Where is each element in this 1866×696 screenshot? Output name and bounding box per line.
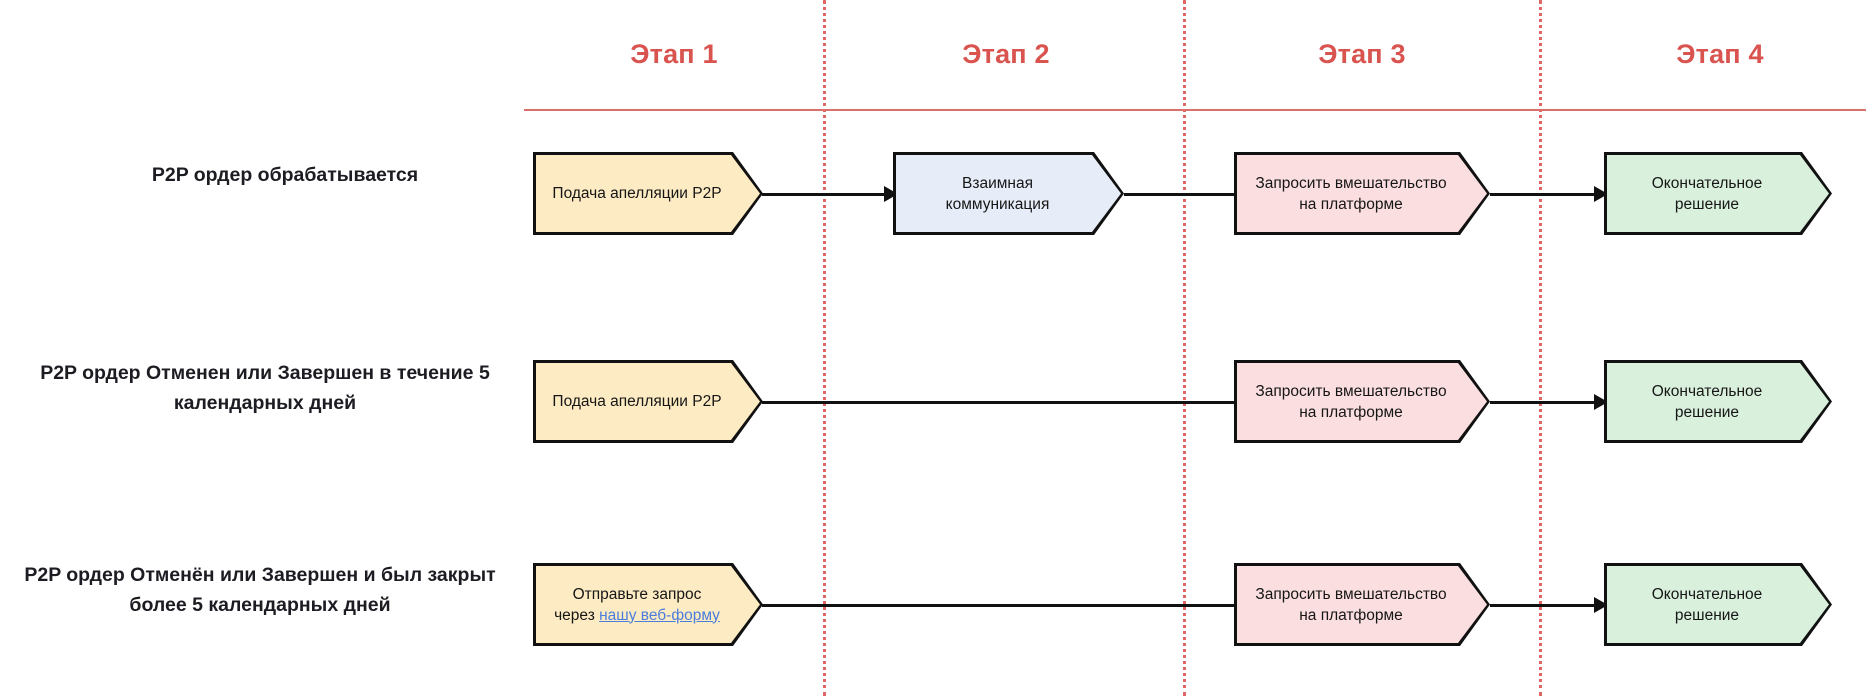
stage-divider-1: [823, 0, 826, 696]
node-row3-stage3-request-platform-intervention: Запросить вмешательство на платформе: [1234, 563, 1490, 646]
node-row3-stage4-final-decision: Окончательное решение: [1604, 563, 1832, 646]
stage-header-1: Этап 1: [630, 39, 718, 69]
header-rule: [524, 109, 1866, 111]
connector-row2-2: [1490, 401, 1600, 404]
node-body: Окончательное решение: [1607, 363, 1829, 440]
node-row3-stage1-send-request-webform: Отправьте запрос через нашу веб-форму: [533, 563, 763, 646]
node-row1-stage4-final-decision: Окончательное решение: [1604, 152, 1832, 235]
connector-row1-2: [1124, 193, 1244, 196]
node-body: Отправьте запрос через нашу веб-форму: [536, 566, 760, 643]
node-label: Подача апелляции P2P: [552, 185, 722, 202]
node-row1-stage3-request-platform-intervention: Запросить вмешательство на платформе: [1234, 152, 1490, 235]
node-body: Окончательное решение: [1607, 155, 1829, 232]
node-label: Запросить вмешательство на платформе: [1255, 174, 1447, 213]
node-label: Запросить вмешательство на платформе: [1255, 585, 1447, 624]
node-label: Подача апелляции P2P: [552, 393, 722, 410]
row-label-order-closed-over-5-days: P2P ордер Отменён или Завершен и был зак…: [24, 564, 496, 616]
connector-row2-1: [762, 401, 1244, 404]
node-label: Окончательное решение: [1651, 585, 1763, 624]
connector-row3-1: [762, 604, 1244, 607]
node-body: Запросить вмешательство на платформе: [1237, 155, 1487, 232]
node-body: Взаимная коммуникация: [896, 155, 1121, 232]
node-label: Взаимная коммуникация: [945, 174, 1050, 213]
node-label: Окончательное решение: [1651, 174, 1763, 213]
node-row1-stage1-submit-appeal: Подача апелляции P2P: [533, 152, 763, 235]
node-label-text: Отправьте запрос через: [554, 585, 702, 624]
node-body: Запросить вмешательство на платформе: [1237, 566, 1487, 643]
node-body: Подача апелляции P2P: [536, 363, 760, 440]
stage-header-2: Этап 2: [962, 39, 1050, 69]
connector-row3-2: [1490, 604, 1600, 607]
node-row2-stage4-final-decision: Окончательное решение: [1604, 360, 1832, 443]
node-row2-stage1-submit-appeal: Подача апелляции P2P: [533, 360, 763, 443]
stage-divider-2: [1183, 0, 1186, 696]
node-body: Окончательное решение: [1607, 566, 1829, 643]
node-label: Отправьте запрос через нашу веб-форму: [536, 584, 760, 626]
row-label-order-processing: P2P ордер обрабатывается: [151, 164, 419, 186]
stage-header-4: Этап 4: [1676, 39, 1764, 69]
node-label: Окончательное решение: [1651, 382, 1763, 421]
stage-header-3: Этап 3: [1318, 39, 1406, 69]
web-form-link[interactable]: нашу веб-форму: [599, 606, 720, 624]
node-row2-stage3-request-platform-intervention: Запросить вмешательство на платформе: [1234, 360, 1490, 443]
connector-row1-3: [1490, 193, 1600, 196]
node-row1-stage2-mutual-communication: Взаимная коммуникация: [893, 152, 1124, 235]
node-label: Запросить вмешательство на платформе: [1255, 382, 1447, 421]
node-body: Подача апелляции P2P: [536, 155, 760, 232]
connector-row1-1: [762, 193, 890, 196]
node-body: Запросить вмешательство на платформе: [1237, 363, 1487, 440]
stage-divider-3: [1539, 0, 1542, 696]
row-label-order-cancelled-within-5-days: P2P ордер Отменен или Завершен в течение…: [40, 362, 490, 414]
